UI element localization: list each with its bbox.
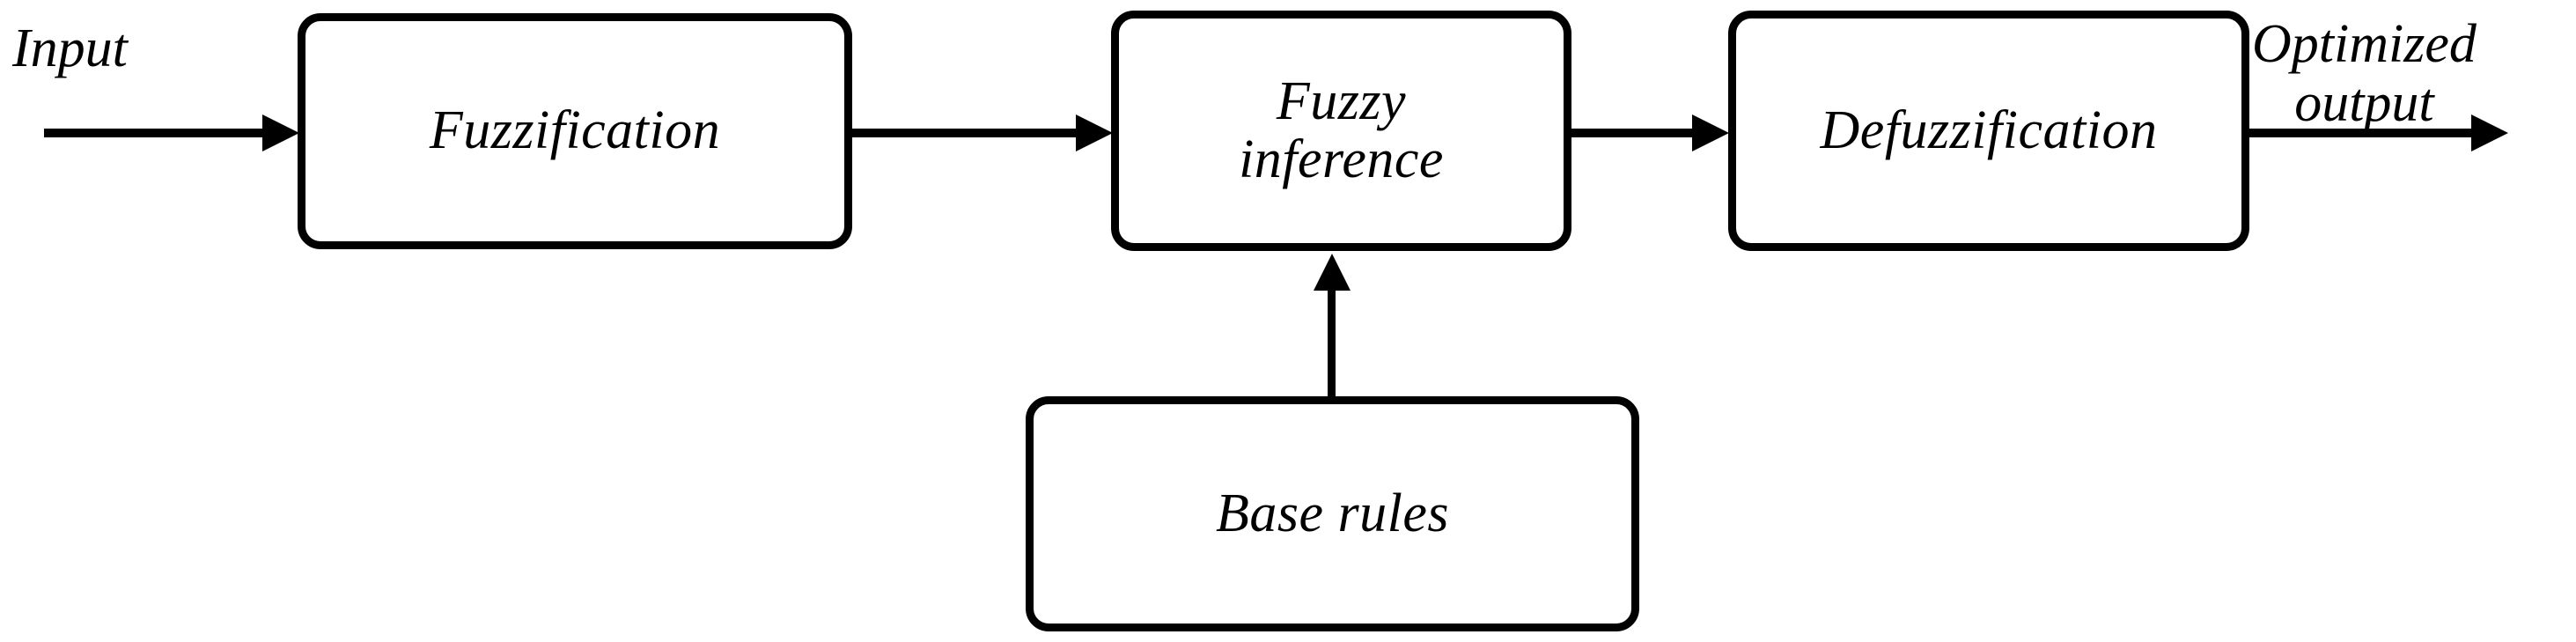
- arrow-defuzzification-to-output-head-icon: [2471, 114, 2508, 151]
- node-fuzzification-label: Fuzzification: [429, 100, 721, 161]
- arrow-input-to-fuzzification-shaft: [44, 129, 266, 137]
- optimized-output-label: Optimized output: [2252, 14, 2477, 133]
- arrow-defuzzification-to-output-shaft: [2249, 129, 2475, 137]
- node-fuzzy-inference[interactable]: Fuzzy inference: [1111, 11, 1571, 251]
- arrow-base-rules-to-inference-head-icon: [1314, 254, 1351, 291]
- arrow-inference-to-defuzzification-shaft: [1571, 129, 1695, 137]
- node-fuzzification[interactable]: Fuzzification: [298, 13, 852, 249]
- node-defuzzification[interactable]: Defuzzification: [1728, 11, 2249, 251]
- arrow-base-rules-to-inference-shaft: [1328, 289, 1336, 398]
- node-base-rules[interactable]: Base rules: [1026, 396, 1639, 631]
- input-label: Input: [12, 18, 128, 78]
- arrow-input-to-fuzzification-head-icon: [262, 114, 299, 151]
- arrow-fuzzification-to-inference-head-icon: [1076, 114, 1113, 151]
- node-fuzzy-inference-label: Fuzzy inference: [1239, 70, 1444, 189]
- arrow-inference-to-defuzzification-head-icon: [1692, 114, 1729, 151]
- node-base-rules-label: Base rules: [1215, 483, 1450, 543]
- arrow-fuzzification-to-inference-shaft: [852, 129, 1078, 137]
- node-defuzzification-label: Defuzzification: [1820, 100, 2158, 160]
